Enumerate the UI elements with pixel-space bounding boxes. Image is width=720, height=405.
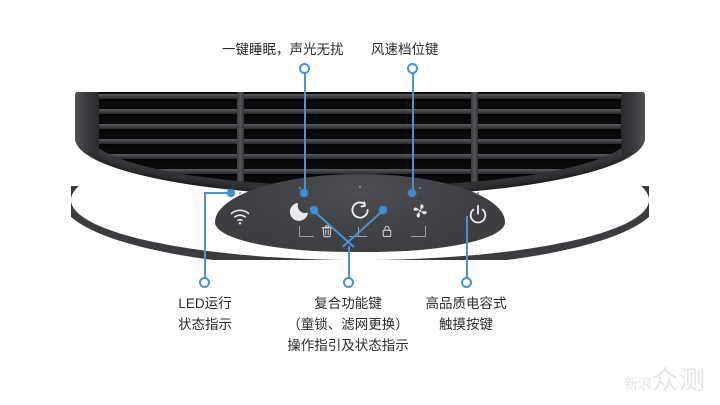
air-purifier-device	[75, 92, 645, 258]
watermark: 新浪众测	[624, 360, 706, 397]
callout-label-touch-line1: 高品质电容式	[425, 296, 507, 311]
callout-label-led-line1: LED运行	[178, 296, 232, 311]
callout-fanspeed-line	[412, 73, 414, 193]
filter-trash-icon[interactable]	[321, 224, 333, 238]
led-indicator-power	[477, 192, 479, 194]
led-indicator-wifi	[239, 192, 241, 194]
callout-composite-anchor-lock	[379, 206, 387, 214]
led-indicator-fan	[419, 187, 421, 189]
grille-slat	[89, 124, 631, 129]
callout-label-composite-line1: 复合功能键	[314, 296, 382, 311]
refresh-circle-icon[interactable]	[347, 198, 373, 222]
grille-slat	[89, 94, 631, 99]
callout-led-endpoint	[199, 277, 210, 288]
control-panel	[215, 174, 505, 252]
callout-sleep-anchor	[300, 189, 308, 197]
grille-slots	[89, 92, 631, 186]
callout-label-touch-line2: 触摸按键	[439, 317, 493, 332]
grille-divider	[471, 92, 478, 186]
watermark-brand-large: 众测	[651, 366, 706, 395]
callout-composite-anchor-filter	[310, 206, 318, 214]
grille-divider	[237, 92, 244, 186]
grille-slat	[89, 154, 631, 159]
callout-led-line-h	[204, 192, 231, 194]
bracket-left-mark	[299, 226, 314, 237]
callout-led-line-v	[204, 192, 206, 282]
power-icon[interactable]	[465, 203, 491, 227]
callout-composite-endpoint	[343, 277, 354, 288]
callout-fanspeed-anchor	[408, 189, 416, 197]
callout-touch-endpoint	[461, 277, 472, 288]
callout-led-anchor	[227, 189, 235, 197]
callout-composite-line-v	[348, 246, 350, 282]
wifi-icon[interactable]	[227, 204, 253, 228]
callout-sleep-line	[304, 73, 306, 193]
device-frame-left	[75, 92, 99, 196]
callout-label-sleep: 一键睡眠，声光无扰	[222, 42, 344, 57]
grille-slat	[89, 109, 631, 114]
callout-touch-line	[466, 216, 468, 282]
grille-slat	[89, 169, 631, 174]
callout-label-composite-line2: （童锁、滤网更换）	[287, 317, 409, 332]
bracket-right-mark	[411, 226, 426, 237]
air-outlet-grille	[75, 92, 645, 196]
callout-label-composite-line3: 操作指引及状态指示	[287, 338, 409, 353]
moon-icon[interactable]	[287, 199, 313, 223]
device-frame-right	[621, 92, 645, 196]
led-indicator-composite	[359, 186, 361, 188]
watermark-brand-small: 新浪	[623, 378, 652, 393]
fan-icon[interactable]	[407, 199, 433, 223]
callout-label-led-line2: 状态指示	[178, 317, 232, 332]
grille-slat	[89, 139, 631, 144]
callout-label-fanspeed: 风速档位键	[371, 42, 439, 57]
lock-icon[interactable]	[381, 224, 393, 238]
led-indicator-sleep	[299, 187, 301, 189]
